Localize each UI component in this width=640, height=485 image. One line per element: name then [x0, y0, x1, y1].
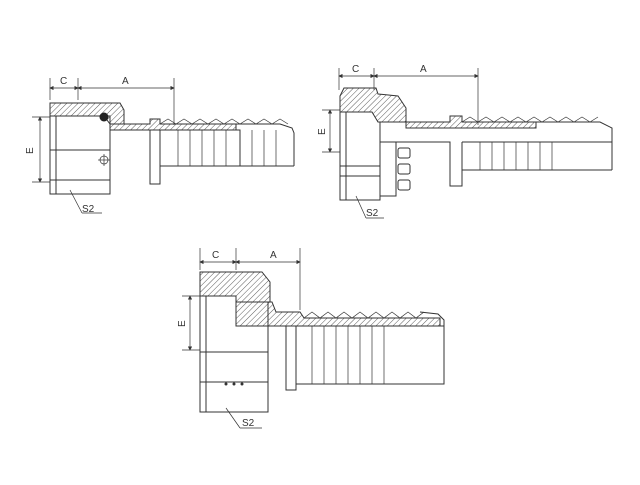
fitting-3-dim-e: E: [177, 320, 188, 327]
fitting-2-dim-e: E: [317, 128, 328, 135]
fitting-1-nut: [49, 102, 125, 195]
fitting-1-tail: [109, 118, 295, 185]
fitting-1-callout: S2: [82, 204, 95, 215]
fitting-3-dim-a: A: [270, 250, 277, 261]
fitting-1-dim-a: A: [122, 76, 129, 87]
fitting-1-oring: [99, 112, 109, 122]
fitting-2-dimensions: C A E: [317, 64, 479, 153]
fitting-2-tail: [396, 115, 613, 187]
fitting-3-dimensions: C A E: [177, 248, 301, 351]
fitting-2-dim-a: A: [420, 64, 427, 75]
fitting-2: C A E: [317, 64, 613, 219]
fitting-1-dim-c: C: [60, 76, 67, 87]
fitting-3: C A E: [177, 248, 445, 429]
fitting-1-dimensions: C A E: [25, 76, 175, 183]
fitting-3-callout: S2: [242, 418, 255, 429]
fitting-2-dim-c: C: [352, 64, 359, 75]
fitting-1: C A E: [25, 76, 295, 215]
fitting-3-dim-c: C: [212, 250, 219, 261]
fitting-2-callout: S2: [366, 208, 379, 219]
fitting-3-tail: [235, 301, 445, 391]
fitting-2-nut: [339, 87, 411, 201]
fitting-1-dim-e: E: [25, 147, 36, 154]
fitting-3-nut: [199, 271, 271, 413]
